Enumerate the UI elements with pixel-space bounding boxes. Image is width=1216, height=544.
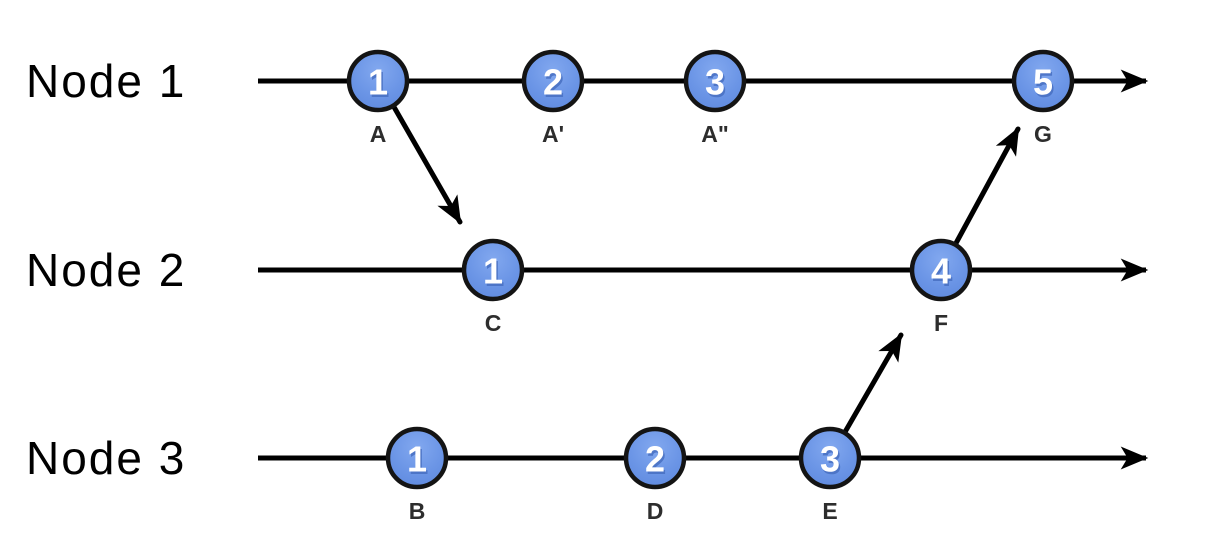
event-clock-shadow: 5 <box>1034 64 1054 105</box>
event-clock-value: 5 <box>1033 62 1053 103</box>
message-arrow-a-to-c <box>391 104 463 225</box>
event-name-label: A <box>370 121 387 147</box>
event-b: 11B <box>385 426 449 524</box>
event-name-label: A" <box>701 121 729 147</box>
event-circle <box>798 426 862 490</box>
event-c: 11C <box>461 238 525 336</box>
event-clock-shadow: 1 <box>408 441 428 482</box>
event-clock-value: 1 <box>483 251 503 292</box>
event-clock-shadow: 2 <box>646 441 666 482</box>
event-circle <box>346 49 410 113</box>
message-arrow-f-to-g <box>952 126 1021 248</box>
event-circle <box>683 49 747 113</box>
event-g: 55G <box>1011 49 1075 147</box>
event-clock-value: 2 <box>543 62 563 103</box>
event-name-label: B <box>409 498 426 524</box>
event-a-double-prime: 33A" <box>683 49 747 147</box>
event-name-label: F <box>934 310 948 336</box>
event-a: 11A <box>346 49 410 147</box>
event-f: 44F <box>909 238 973 336</box>
event-clock-shadow: 4 <box>932 253 952 294</box>
event-circle <box>909 238 973 302</box>
event-e: 33E <box>798 426 862 524</box>
event-clock-shadow: 1 <box>369 64 389 105</box>
event-name-label: C <box>485 310 502 336</box>
event-circle <box>521 49 585 113</box>
event-clock-value: 1 <box>368 62 388 103</box>
event-clock-value: 2 <box>645 439 665 480</box>
event-clock-shadow: 3 <box>706 64 726 105</box>
event-circle <box>623 426 687 490</box>
event-circle <box>1011 49 1075 113</box>
node-3-label: Node 3 <box>26 432 186 484</box>
node-2-label: Node 2 <box>26 244 186 296</box>
event-name-label: G <box>1034 121 1052 147</box>
event-clock-value: 4 <box>931 251 951 292</box>
event-name-label: D <box>647 498 664 524</box>
event-name-label: A' <box>542 121 564 147</box>
event-clock-value: 1 <box>407 439 427 480</box>
event-d: 22D <box>623 426 687 524</box>
message-arrow-e-to-f <box>842 332 904 435</box>
event-clock-shadow: 2 <box>544 64 564 105</box>
event-clock-shadow: 1 <box>484 253 504 294</box>
event-clock-value: 3 <box>705 62 725 103</box>
event-circle <box>461 238 525 302</box>
event-circle <box>385 426 449 490</box>
event-clock-value: 3 <box>820 439 840 480</box>
event-name-label: E <box>822 498 837 524</box>
event-a-prime: 22A' <box>521 49 585 147</box>
event-clock-shadow: 3 <box>821 441 841 482</box>
node-1-label: Node 1 <box>26 55 186 107</box>
